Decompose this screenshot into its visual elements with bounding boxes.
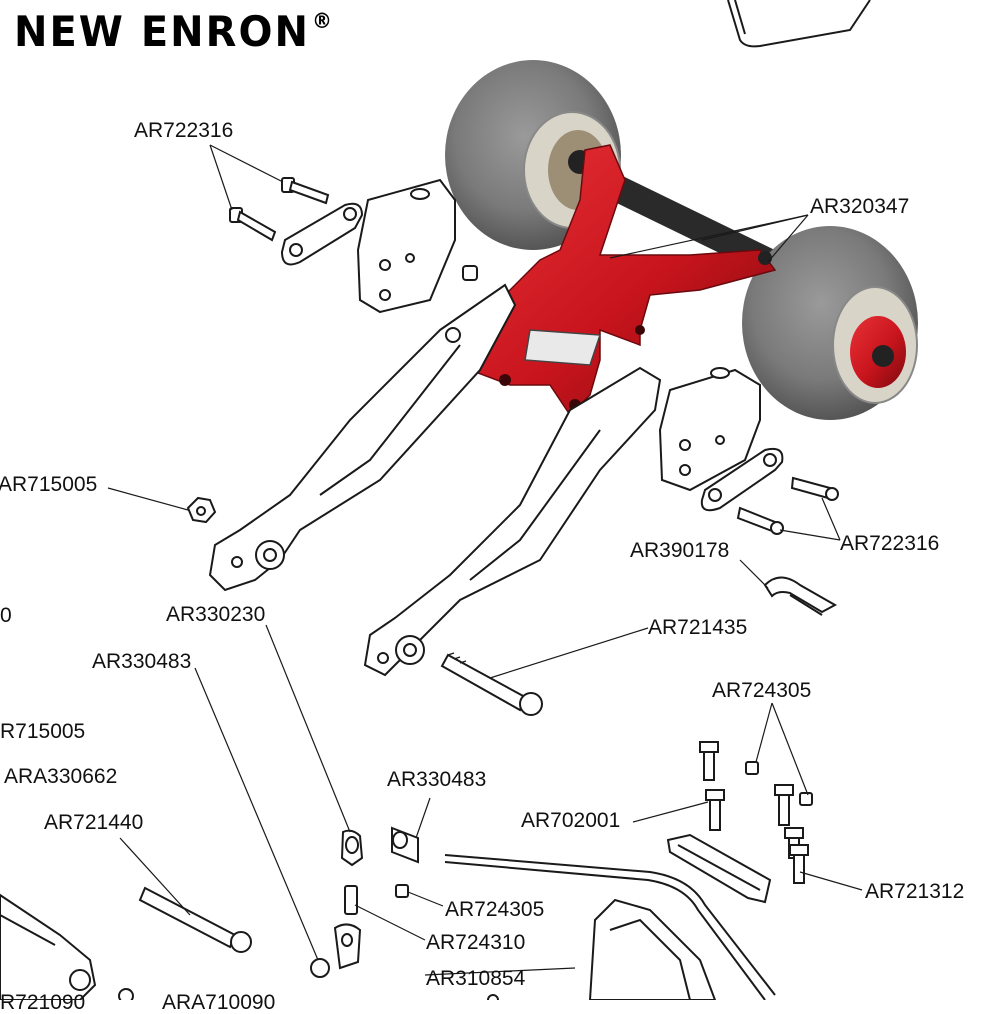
label-cut-left: 0 — [0, 604, 12, 627]
label-ar320347: AR320347 — [810, 195, 910, 218]
arm-left — [208, 283, 517, 592]
cut-off-part-top-right — [727, 0, 871, 48]
arm-right — [363, 366, 662, 677]
registered-mark: ® — [311, 8, 334, 34]
screws-cluster-right — [699, 741, 813, 884]
screws-top — [229, 177, 478, 281]
cut-off-items-bottom — [118, 988, 499, 1000]
bracket-left — [356, 178, 456, 314]
brand-name: NEW ENRON — [14, 8, 310, 57]
label-ar724310: AR724310 — [426, 931, 526, 954]
label-ar702001: AR702001 — [521, 809, 621, 832]
label-cut-bottom-mid: ARA710090 — [162, 991, 276, 1014]
label-ar724305-top: AR724305 — [712, 679, 812, 702]
label-ar715005-low: R715005 — [0, 720, 86, 743]
bolt-ar721440 — [138, 886, 252, 953]
wire-rod — [444, 854, 776, 1000]
leader-lines — [107, 144, 863, 976]
label-ara330662: ARA330662 — [4, 765, 118, 788]
label-ar721440: AR721440 — [44, 811, 144, 834]
link-plate-right — [700, 447, 839, 535]
label-ar715005-mid: AR715005 — [0, 473, 98, 496]
bolt-ar721435 — [440, 652, 543, 716]
wheel-front — [742, 226, 918, 420]
clip-ar390178 — [763, 576, 838, 616]
housing-ar310854 — [588, 898, 717, 1000]
nut-ar715005 — [186, 496, 217, 524]
bracket-right — [658, 367, 761, 492]
label-ar330483-left: AR330483 — [92, 650, 192, 673]
label-cut-bottom-left: R721090 — [0, 991, 86, 1014]
label-ar724305-low: AR724305 — [445, 898, 545, 921]
label-ar721312: AR721312 — [865, 880, 965, 903]
link-plate-top — [280, 202, 364, 266]
label-ar390178: AR390178 — [630, 539, 730, 562]
skid-plate-ar721312 — [666, 833, 772, 904]
label-ar721435: AR721435 — [648, 616, 748, 639]
ball-end-parts — [310, 826, 419, 978]
label-ar310854: AR310854 — [426, 967, 526, 990]
label-ar722316-right: AR722316 — [840, 532, 940, 555]
label-ar330230: AR330230 — [166, 603, 266, 626]
brand-logo: NEW ENRON® — [14, 8, 334, 56]
arm-partial-bottom-left — [0, 893, 97, 1000]
label-ar722316-top: AR722316 — [134, 119, 234, 142]
label-ar330483-mid: AR330483 — [387, 768, 487, 791]
